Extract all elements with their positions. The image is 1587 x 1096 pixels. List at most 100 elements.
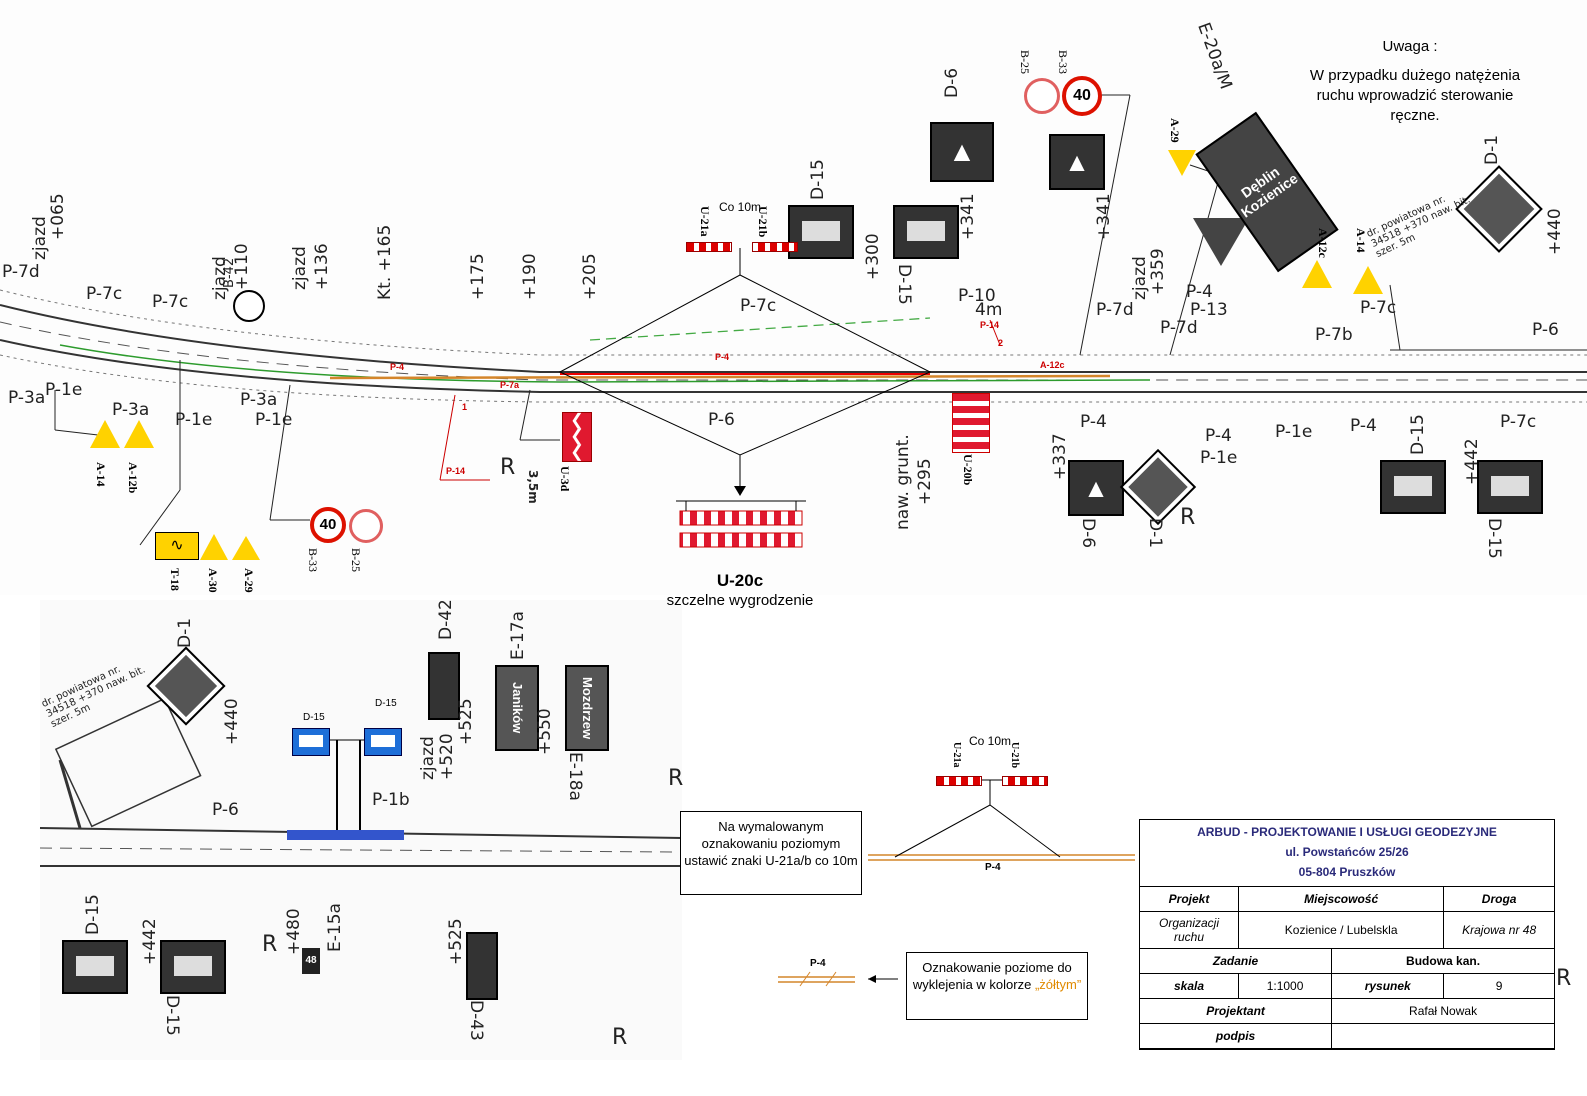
label-p7c-a: P-7c	[86, 284, 123, 304]
hdr-podpis: podpis	[1138, 1023, 1333, 1049]
label-p14-b: P-14	[980, 320, 1000, 330]
label-zjazd-e: zjazd	[418, 736, 438, 780]
label-p7a: P-7a	[500, 380, 520, 390]
hdr-droga: Droga	[1443, 886, 1555, 912]
legend-p4-label: P-4	[810, 958, 826, 969]
label-p1e-e: P-1e	[1275, 422, 1313, 442]
label-km341a: +341	[958, 193, 978, 240]
label-p3a-b: P-3a	[112, 400, 150, 420]
code-t18: T-18	[168, 568, 182, 591]
label-p7d-b: P-7d	[1096, 300, 1134, 320]
label-r6: R	[1556, 966, 1572, 991]
label-p10: P-10	[958, 286, 996, 306]
d15-blue-b-icon	[364, 728, 402, 756]
label-km440b: +440	[222, 698, 242, 745]
d43-icon	[466, 932, 498, 1000]
label-km550: +550	[535, 708, 555, 755]
code-b25-top: B-25	[1018, 50, 1032, 74]
code-a12b: A-12b	[126, 462, 140, 494]
label-p13: P-13	[1190, 300, 1228, 320]
label-km190: +190	[520, 253, 540, 300]
code-a29-bot: A-29	[242, 568, 256, 593]
a30-warning-icon	[200, 534, 228, 560]
d6-top-b-icon: ▲	[1049, 134, 1105, 190]
label-naw-grunt: naw. grunt.	[893, 434, 913, 530]
hdr-projektant: Projektant	[1138, 998, 1333, 1024]
a29-top-warning-icon	[1168, 150, 1196, 176]
code-a30: A-30	[206, 568, 220, 593]
u21b-bottom-icon	[1002, 776, 1048, 786]
label-p4-red-c: A-12c	[1040, 360, 1065, 370]
label-p7b: P-7b	[1315, 325, 1353, 345]
code-d15-e: D-15	[83, 894, 103, 935]
a29-bottom-warning-icon	[232, 536, 260, 560]
label-p7c-d: P-7c	[1360, 298, 1397, 318]
hdr-projekt: Projekt	[1139, 886, 1239, 912]
code-b42: B-42	[222, 257, 237, 288]
label-4m: 4m	[975, 300, 1003, 320]
code-e15a: E-15a	[325, 903, 345, 952]
a14-right-warning-icon	[1353, 266, 1383, 294]
code-b33-top: B-33	[1056, 50, 1070, 74]
label-p14-a: P-14	[446, 466, 466, 476]
detail-p4-label: P-4	[985, 862, 1001, 873]
e17a-janikow-icon: Janików	[495, 665, 539, 751]
label-r5: R	[668, 766, 684, 791]
code-d6-b: D-6	[1078, 518, 1098, 549]
u20c-desc: szczelne wygrodzenie	[666, 592, 814, 609]
label-p4-red-b: P-4	[715, 352, 730, 362]
label-km525a: +525	[456, 698, 476, 745]
code-b25-bot: B-25	[349, 548, 363, 572]
label-p4-a: P-4	[1186, 282, 1213, 302]
label-r3: R	[262, 932, 278, 957]
label-num2: 2	[998, 338, 1004, 348]
label-p7c-b: P-7c	[152, 292, 189, 312]
u21b-top-icon	[752, 242, 798, 252]
label-km442b: +442	[140, 918, 160, 965]
a14-warning-icon	[90, 420, 120, 448]
u20c-barrier-icon	[676, 497, 806, 553]
code-b33-bot: B-33	[306, 548, 320, 572]
code-a12c: A-12c	[1316, 228, 1330, 258]
d15-blue-a-icon	[292, 728, 330, 756]
label-p6-b: P-6	[1532, 320, 1559, 340]
label-p7c-e: P-7c	[1500, 412, 1537, 432]
label-zjazd-d: zjazd	[1130, 256, 1150, 300]
company-address: ul. Powstańców 25/26	[1285, 845, 1409, 859]
legend-note-text: Oznakowanie poziome do wyklejenia w kolo…	[912, 960, 1072, 992]
code-d43: D-43	[466, 1000, 486, 1041]
code-d15-a: D-15	[808, 159, 828, 200]
d15-bl-a-icon	[62, 940, 128, 994]
co10m-bottom: Co 10m	[968, 734, 1012, 748]
u21-note-text: Na wymalowanym oznakowaniu poziomym usta…	[684, 819, 858, 868]
company-name: ARBUD - PROJEKTOWANIE I USŁUGI GEODEZYJN…	[1197, 825, 1497, 839]
d15-top-b-icon	[893, 205, 959, 259]
legend-note-box: Oznakowanie poziome do wyklejenia w kolo…	[906, 952, 1088, 1020]
code-a14-right: A-14	[1354, 228, 1368, 253]
label-p1b: P-1b	[372, 790, 410, 810]
label-km295: +295	[915, 458, 935, 505]
u20b-barrier-icon	[952, 393, 990, 453]
a12b-warning-icon	[124, 420, 154, 448]
label-zjazd-a: zjazd	[30, 216, 50, 260]
label-p7c-c: P-7c	[740, 296, 777, 316]
label-km300: +300	[863, 233, 883, 280]
label-p1e-d: P-1e	[1200, 448, 1238, 468]
label-num1: 1	[462, 402, 468, 412]
label-km520: +520	[437, 733, 457, 780]
label-p1e-a: P-1e	[45, 380, 83, 400]
code-d15-f: D-15	[162, 995, 182, 1036]
label-km440a: +440	[1545, 208, 1565, 255]
label-35m: 3,5m	[526, 470, 540, 504]
d15-bl-b-icon	[160, 940, 226, 994]
val-podpis	[1331, 1023, 1555, 1049]
co10m-top: Co 10m	[718, 200, 762, 214]
val-miejscowosc: Kozienice / Lubelskla	[1237, 911, 1445, 949]
label-km165: Kt. +165	[375, 224, 395, 300]
label-zjazd-c: zjazd	[290, 246, 310, 290]
code-d15-b: D-15	[894, 264, 914, 305]
a7-giveway-icon	[1193, 218, 1249, 266]
u21a-bottom-icon	[936, 776, 982, 786]
d42-icon	[428, 652, 460, 720]
val-skala: 1:1000	[1237, 973, 1333, 999]
